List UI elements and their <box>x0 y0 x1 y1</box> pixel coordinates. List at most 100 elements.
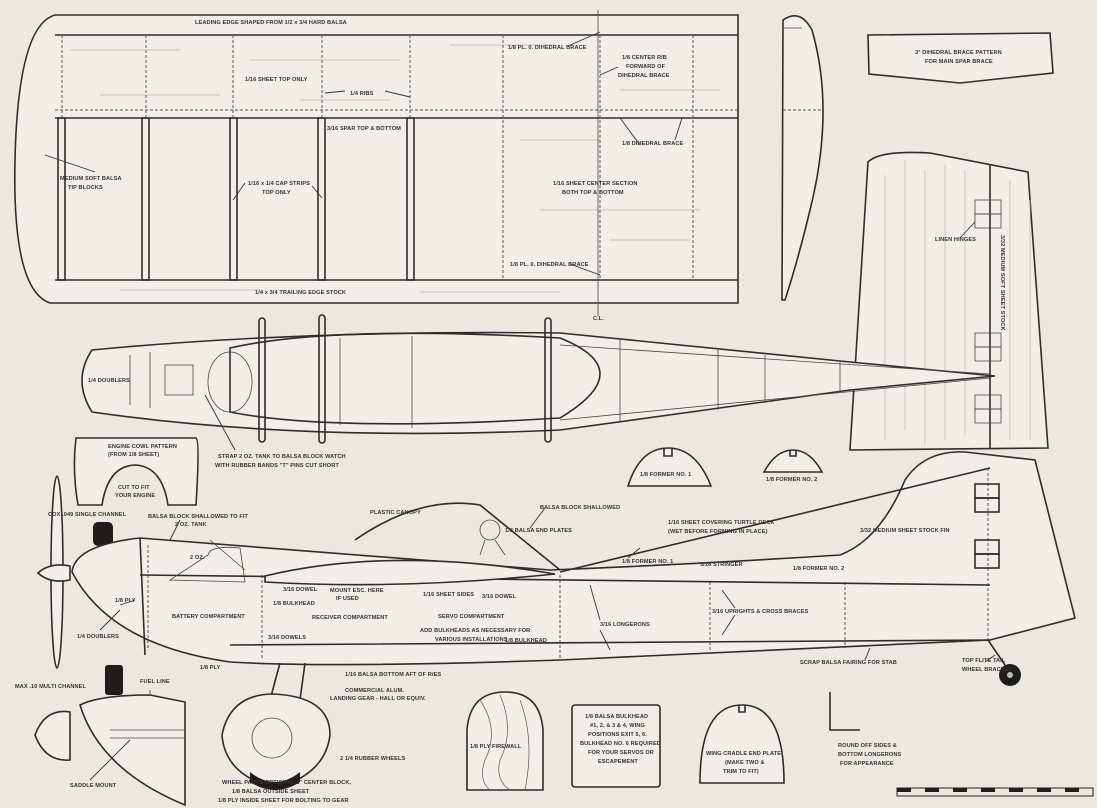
dihedral-brace-pattern: 3° DIHEDRAL BRACE PATTERN FOR MAIN SPAR … <box>867 32 1054 84</box>
side-label: BALSA BLOCK SHALLOWED TO FIT <box>148 514 249 520</box>
detail-label: FOR YOUR SERVOS OR <box>588 750 654 756</box>
centerline-label: C.L. <box>593 316 604 322</box>
stabilizer-outline <box>781 14 824 301</box>
wing-label: 1/16 SHEET TOP ONLY <box>245 77 308 83</box>
side-label: 1/8 PLY <box>200 665 221 671</box>
detail-label: BOTTOM LONGERONS <box>838 752 902 758</box>
side-label: ADD BULKHEADS AS NECESSARY FOR <box>420 628 530 634</box>
wing-label: TIP BLOCKS <box>68 185 103 191</box>
side-label: 1/16 SHEET COVERING TURTLE DECK <box>668 520 775 526</box>
pattern-label: FOR MAIN SPAR BRACE <box>925 59 993 65</box>
detail-label: WHEEL PANTS OPTIONAL 1" CENTER BLOCK, <box>222 780 351 786</box>
side-label: 1/8 BALSA END PLATES <box>505 528 572 534</box>
fuselage-label: STRAP 2 OZ. TANK TO BALSA BLOCK WATCH <box>218 454 346 460</box>
side-label: 3/16 UPRIGHTS & CROSS BRACES <box>712 609 809 615</box>
wing-label: 1/8 DIHEDRAL BRACE <box>622 141 684 147</box>
cowl-label: CUT TO FIT <box>118 485 150 491</box>
former-label: 1/8 FORMER NO. 1 <box>640 472 691 478</box>
side-label: 2 OZ. TANK <box>175 522 207 528</box>
wing-label: MEDIUM SOFT BALSA <box>60 176 122 182</box>
fuselage-side-view: COX .049 SINGLE CHANNEL BALSA BLOCK SHAL… <box>36 451 1076 702</box>
wing-label: 1/8 CENTER RIB <box>622 55 667 61</box>
stab-label: LINEN HINGES <box>935 237 976 243</box>
cowl-label: (FROM 1/8 SHEET) <box>108 452 159 458</box>
fuselage-top-view: 1/4 DOUBLERS STRAP 2 OZ. TANK TO BALSA B… <box>81 314 996 469</box>
detail-label: SADDLE MOUNT <box>70 783 117 789</box>
wing-label: BOTH TOP & BOTTOM <box>562 190 624 196</box>
cowl-label: YOUR ENGINE <box>115 493 155 499</box>
wing-label: 3/16 SPAR TOP & BOTTOM <box>327 126 401 132</box>
formers: 1/8 FORMER NO. 1 1/8 FORMER NO. 2 <box>626 447 824 487</box>
detail-label: 1/8 PLY INSIDE SHEET FOR BOLTING TO GEAR <box>218 798 349 804</box>
wing-cradle-part: WING CRADLE END PLATE (MAKE TWO & TRIM T… <box>699 704 785 784</box>
side-label: MOUNT ESC. HERE <box>330 588 384 594</box>
side-label: TOP FLITE TAIL <box>962 658 1006 664</box>
side-label: SCRAP BALSA FAIRING FOR STAB <box>800 660 897 666</box>
wing-label: 1/4 x 3/4 TRAILING EDGE STOCK <box>255 290 346 296</box>
fuselage-label: WITH RUBBER BANDS "T" PINS CUT SHORT <box>215 463 339 469</box>
detail-label: 1/8 BALSA OUTSIDE SHEET <box>232 789 310 795</box>
side-label: IF USED <box>336 596 359 602</box>
bulkhead-part: 1/8 BALSA BULKHEAD #1, 2, & 3 & 4, WING … <box>571 704 661 788</box>
wing-plan-view: LEADING EDGE SHAPED FROM 1/2 x 3/4 HARD … <box>13 10 739 322</box>
detail-label: 2 1/4 RUBBER WHEELS <box>340 756 405 762</box>
side-label: 1/16 BALSA BOTTOM AFT OF R/ES <box>345 672 441 678</box>
engine-saddle-mount-detail: MAX .10 MULTI CHANNEL FUEL LINE SADDLE M… <box>15 665 186 807</box>
wing-label: 1/16 SHEET CENTER SECTION <box>553 181 638 187</box>
wing-label: 1/8 PL. 0. DIHEDRAL BRACE <box>510 262 589 268</box>
scale-bar <box>896 787 1094 797</box>
stab-label: 3/32 MEDIUM SOFT SHEET STOCK <box>999 235 1005 331</box>
side-label: 3/16 DOWEL <box>283 587 318 593</box>
detail-label: ROUND OFF SIDES & <box>838 743 897 749</box>
engine-cowl-pattern: ENGINE COWL PATTERN (FROM 1/8 SHEET) CUT… <box>73 437 199 506</box>
side-label: 1/8 FORMER NO. 1 <box>622 559 673 565</box>
detail-label: BULKHEAD NO. 6 REQUIRED <box>580 741 661 747</box>
side-label: 1/8 FORMER NO. 2 <box>793 566 844 572</box>
side-label: 1/8 PLY <box>115 598 136 604</box>
side-label: BALSA BLOCK SHALLOWED <box>540 505 620 511</box>
side-label: VARIOUS INSTALLATIONS <box>435 637 508 643</box>
detail-label: FOR APPEARANCE <box>840 761 894 767</box>
side-label: 2 OZ. <box>190 555 205 561</box>
pattern-label: 3° DIHEDRAL BRACE PATTERN <box>915 50 1002 56</box>
side-label: 3/16 DOWEL <box>482 594 517 600</box>
side-label: COX .049 SINGLE CHANNEL <box>48 512 127 518</box>
cowl-label: ENGINE COWL PATTERN <box>108 444 177 450</box>
firewall-part: 1/8 PLY FIREWALL <box>466 691 544 791</box>
wing-label: 1/16 x 1/4 CAP STRIPS <box>248 181 310 187</box>
fuselage-label: 1/4 DOUBLERS <box>88 378 130 384</box>
side-label: 1/4 DOUBLERS <box>77 634 119 640</box>
wing-label: LEADING EDGE SHAPED FROM 1/2 x 3/4 HARD … <box>195 20 347 26</box>
side-label: BATTERY COMPARTMENT <box>172 614 245 620</box>
former-label: 1/8 FORMER NO. 2 <box>766 477 817 483</box>
side-label: 1/8 BULKHEAD <box>505 638 547 644</box>
side-label: (WET BEFORE FORMING IN PLACE) <box>668 529 768 535</box>
landing-gear-detail: 2 1/4 RUBBER WHEELS WHEEL PANTS OPTIONAL… <box>218 662 405 804</box>
detail-label: ESCAPEMENT <box>598 759 638 765</box>
side-label: 1/8 BULKHEAD <box>273 601 315 607</box>
horizontal-stab-plan: LINEN HINGES 3/32 MEDIUM SOFT SHEET STOC… <box>849 151 1049 451</box>
detail-label: WING CRADLE END PLATE <box>706 751 781 757</box>
side-label: PLASTIC CANOPY <box>370 510 421 516</box>
detail-label: 1/8 BALSA BULKHEAD <box>585 714 648 720</box>
side-label: LANDING GEAR - HALL OR EQUIV. <box>330 696 426 702</box>
wing-label: DIHEDRAL BRACE <box>618 73 670 79</box>
side-label: COMMERCIAL ALUM. <box>345 688 404 694</box>
detail-label: FUEL LINE <box>140 679 170 685</box>
side-label: RECEIVER COMPARTMENT <box>312 615 388 621</box>
longeron-detail: ROUND OFF SIDES & BOTTOM LONGERONS FOR A… <box>829 692 902 767</box>
side-label: 3/16 LONGERONS <box>600 622 650 628</box>
wing-label: TOP ONLY <box>262 190 291 196</box>
detail-label: #1, 2, & 3 & 4, WING <box>590 723 645 729</box>
side-label: WHEEL BRACKET <box>962 667 1013 673</box>
detail-label: TRIM TO FIT) <box>723 769 759 775</box>
detail-label: 1/8 PLY FIREWALL <box>470 744 522 750</box>
side-label: 3/16 DOWELS <box>268 635 306 641</box>
wing-label: 1/4 RIBS <box>350 91 374 97</box>
side-label: 3/32 MEDIUM SHEET STOCK FIN <box>860 528 950 534</box>
side-label: 3/16 STRINGER <box>700 562 743 568</box>
detail-label: POSITIONS EXIT 5, 6. <box>588 732 647 738</box>
wing-label: FORWARD OF <box>626 64 666 70</box>
side-label: SERVO COMPARTMENT <box>438 614 505 620</box>
